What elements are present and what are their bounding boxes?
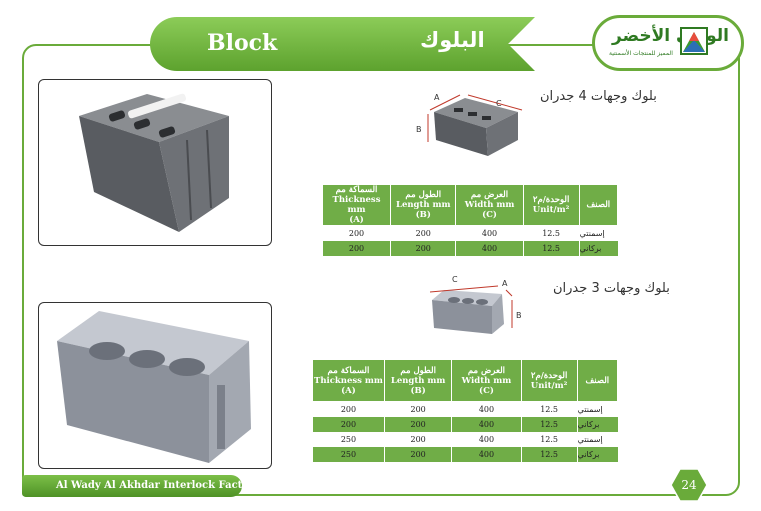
cell-width: 400 [455, 225, 524, 241]
page-number-badge [670, 468, 708, 502]
cell-thickness: 250 [312, 447, 385, 462]
table-row: 250 200 400 12.5 إسمنتي [312, 432, 618, 447]
diagram-label-a: A [434, 93, 440, 102]
block-4-faces-image [79, 93, 229, 232]
cell-type: إسمنتي [576, 401, 618, 417]
cell-type: إسمنتي [578, 225, 618, 241]
cell-width: 400 [451, 447, 522, 462]
header-banner [150, 17, 535, 71]
cell-type: بركاني [576, 417, 618, 432]
block-3-faces-image [57, 311, 251, 463]
footer-company-name: Al Wady Al Akhdar Interlock Factory [56, 480, 261, 491]
logo-name: الوادي الأخضر [612, 26, 729, 46]
section-title-3-faces: بلوك وجهات 3 جدران [553, 281, 670, 296]
cell-length: 200 [383, 401, 452, 417]
cell-thickness: 250 [312, 432, 385, 447]
cell-length: 200 [390, 241, 456, 256]
logo-icon [680, 27, 708, 55]
cell-type: بركاني [578, 241, 618, 256]
cell-length: 200 [383, 447, 452, 462]
cell-length: 200 [390, 225, 456, 241]
diagram-label-b: B [516, 311, 522, 320]
cell-unit: 12.5 [520, 447, 578, 462]
cell-unit: 12.5 [520, 432, 578, 447]
table-row: 250 200 400 12.5 بركاني [312, 447, 618, 462]
page-number: 24 [681, 478, 697, 492]
cell-width: 400 [451, 417, 522, 432]
cell-type: إسمنتي [576, 432, 618, 447]
section-title-4-faces: بلوك وجهات 4 جدران [540, 89, 657, 104]
company-logo [592, 15, 744, 71]
cell-unit: 12.5 [520, 417, 578, 432]
footer-banner [22, 475, 242, 497]
page-title-arabic: البلوك [420, 28, 485, 52]
cell-thickness: 200 [312, 417, 385, 432]
block-3-faces-photo [38, 302, 272, 469]
diagram-label-c: C [452, 275, 458, 284]
table-row: 200 200 400 12.5 بركاني [321, 241, 618, 256]
column-header-type: الصنف [578, 184, 619, 226]
cell-width: 400 [455, 241, 524, 256]
cell-length: 200 [383, 432, 452, 447]
cell-thickness: 200 [321, 225, 391, 241]
table-row: 200 200 400 12.5 إسمنتي [312, 401, 618, 417]
table-row: 200 200 400 12.5 إسمنتي [321, 225, 618, 241]
diagram-label-b: B [416, 125, 422, 134]
cell-unit: 12.5 [522, 225, 580, 241]
logo-tagline: المميز للمنتجات الأسمنتية [609, 50, 673, 57]
cell-thickness: 200 [321, 241, 391, 256]
cell-length: 200 [383, 417, 452, 432]
diagram-label-a: A [502, 279, 508, 288]
cell-unit: 12.5 [522, 241, 580, 256]
page-title: Block [207, 30, 278, 56]
cell-unit: 12.5 [520, 401, 578, 417]
column-header-type: الصنف [576, 359, 619, 402]
cell-width: 400 [451, 432, 522, 447]
block-4-faces-diagram: A C B [416, 93, 523, 156]
cell-thickness: 200 [312, 401, 385, 417]
block-3-faces-diagram: C A B [429, 275, 522, 334]
block-4-faces-photo [38, 79, 272, 246]
diagram-label-c: C [496, 99, 502, 108]
cell-width: 400 [451, 401, 522, 417]
cell-type: بركاني [576, 447, 618, 462]
table-row: 200 200 400 12.5 بركاني [312, 417, 618, 432]
